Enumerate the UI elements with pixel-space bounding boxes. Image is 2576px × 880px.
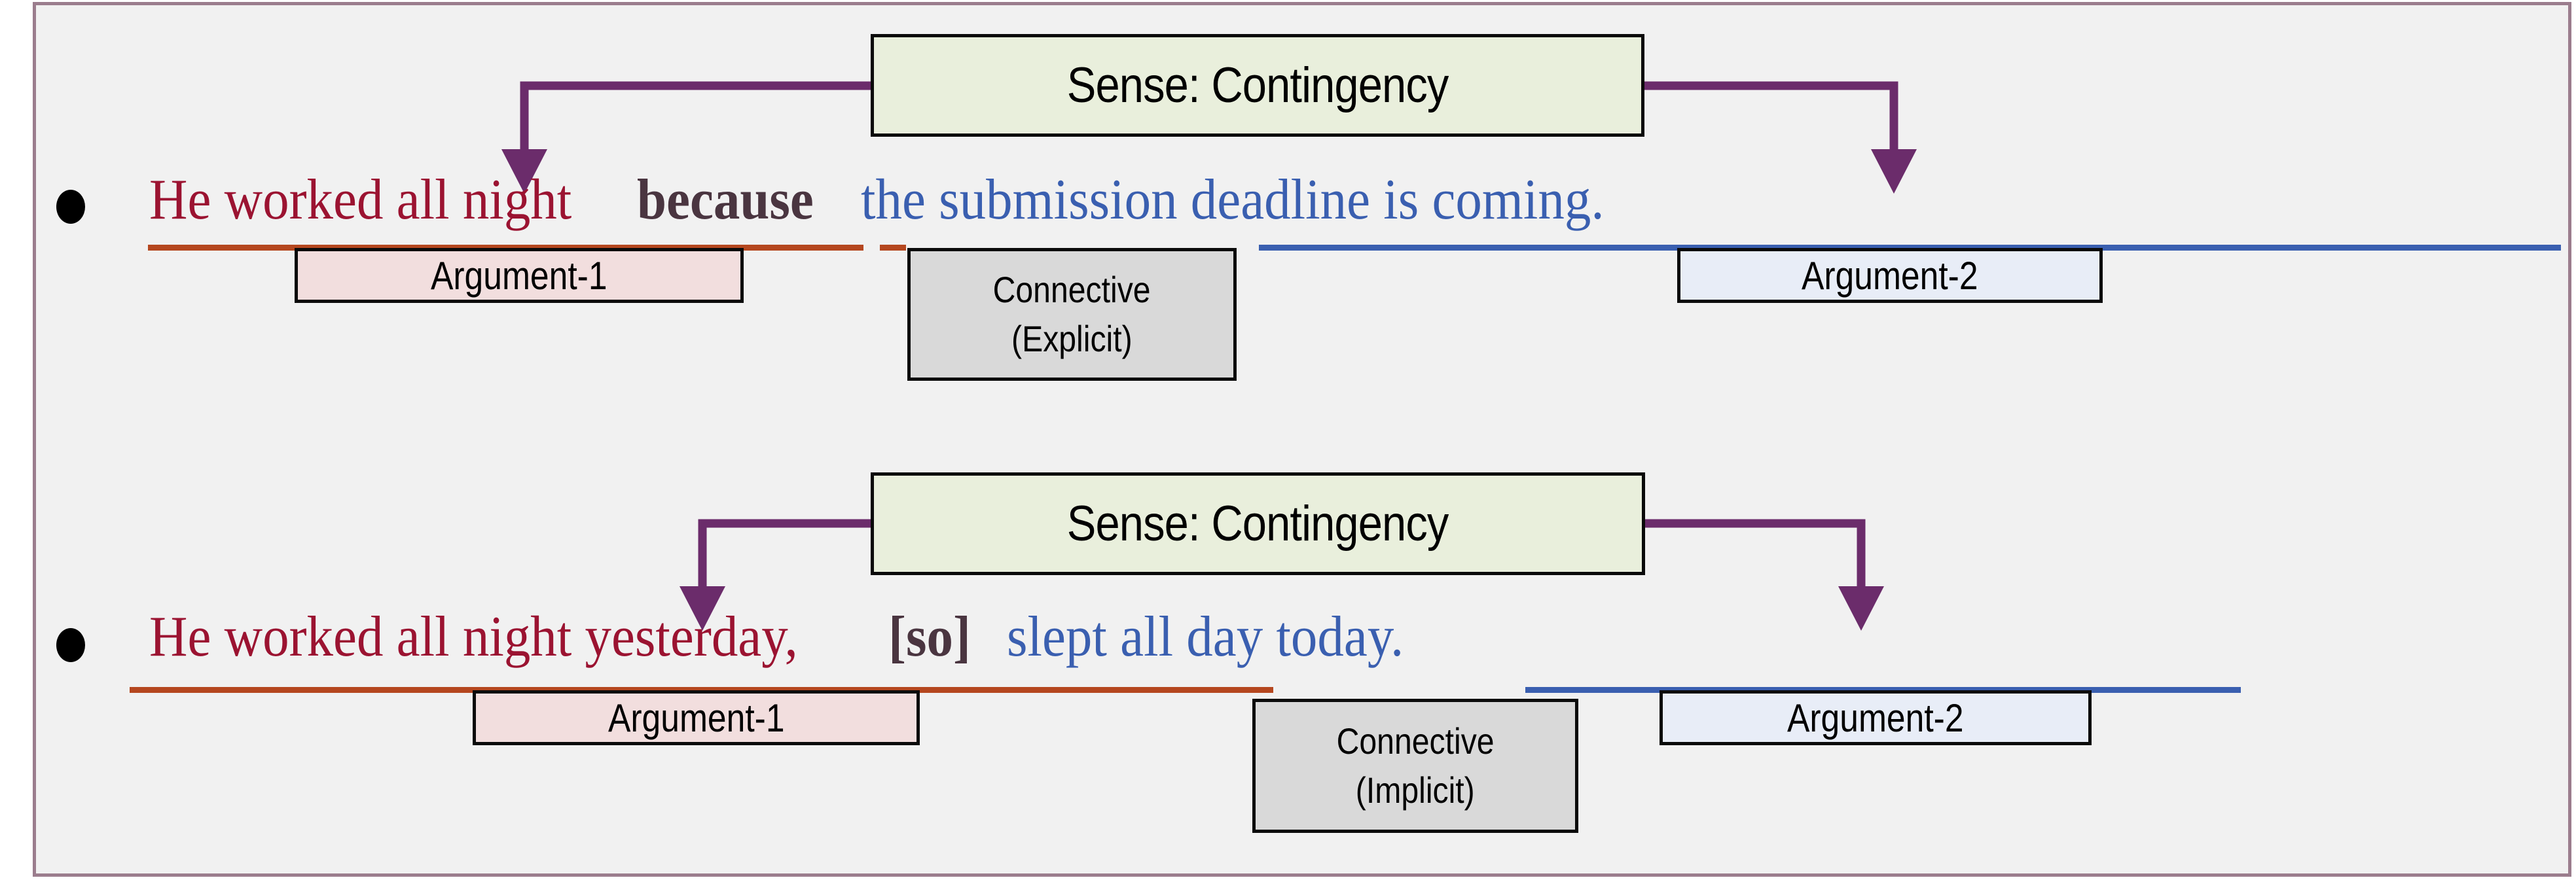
chip-1-argument-2-label: Argument-2 (1802, 253, 1978, 298)
underline-1-argument-2 (1259, 245, 2561, 251)
sentence-1: He worked all night because the submission… (149, 171, 1669, 229)
chip-2-argument-2: Argument-2 (1660, 690, 2092, 745)
sense-box-1: Sense: Contingency (871, 34, 1644, 137)
chip-1-connective: Connective (Explicit) (907, 248, 1237, 381)
underline-2-argument-2 (1525, 687, 2241, 693)
chip-1-argument-2: Argument-2 (1677, 248, 2103, 303)
sense-label-1: Sense: Contingency (1066, 57, 1449, 113)
chip-1-connective-label-line2: (Explicit) (1011, 317, 1133, 359)
sentence-2-argument-1-text: He worked all night yesterday, (149, 605, 798, 669)
sentence-2: He worked all night yesterday, [so] slept … (149, 608, 1438, 666)
sentence-1-connective-text: because (637, 168, 814, 232)
chip-2-connective-label-line2: (Implicit) (1356, 769, 1475, 811)
chip-1-connective-label-line1: Connective (993, 268, 1151, 310)
chip-2-connective: Connective (Implicit) (1252, 699, 1578, 833)
underline-2-argument-1 (130, 687, 1273, 693)
chip-2-argument-2-label: Argument-2 (1787, 695, 1964, 740)
chip-2-connective-label-line1: Connective (1336, 720, 1495, 762)
sense-box-2: Sense: Contingency (871, 472, 1645, 575)
sentence-2-argument-2-text: slept all day today. (1006, 605, 1404, 669)
bullet-example-1 (56, 190, 85, 224)
bullet-example-2 (56, 628, 85, 662)
sentence-1-argument-1-text: He worked all night (149, 168, 572, 232)
chip-1-argument-1: Argument-1 (295, 248, 744, 303)
chip-2-argument-1: Argument-1 (473, 690, 920, 745)
chip-2-argument-1-label: Argument-1 (608, 695, 785, 740)
underline-1-connective (880, 245, 906, 251)
sentence-2-connective-text: [so] (888, 605, 971, 669)
underline-1-argument-1 (148, 245, 863, 251)
sense-label-2: Sense: Contingency (1067, 495, 1449, 552)
chip-1-argument-1-label: Argument-1 (431, 253, 608, 298)
sentence-1-argument-2-text: the submission deadline is coming. (860, 168, 1605, 232)
